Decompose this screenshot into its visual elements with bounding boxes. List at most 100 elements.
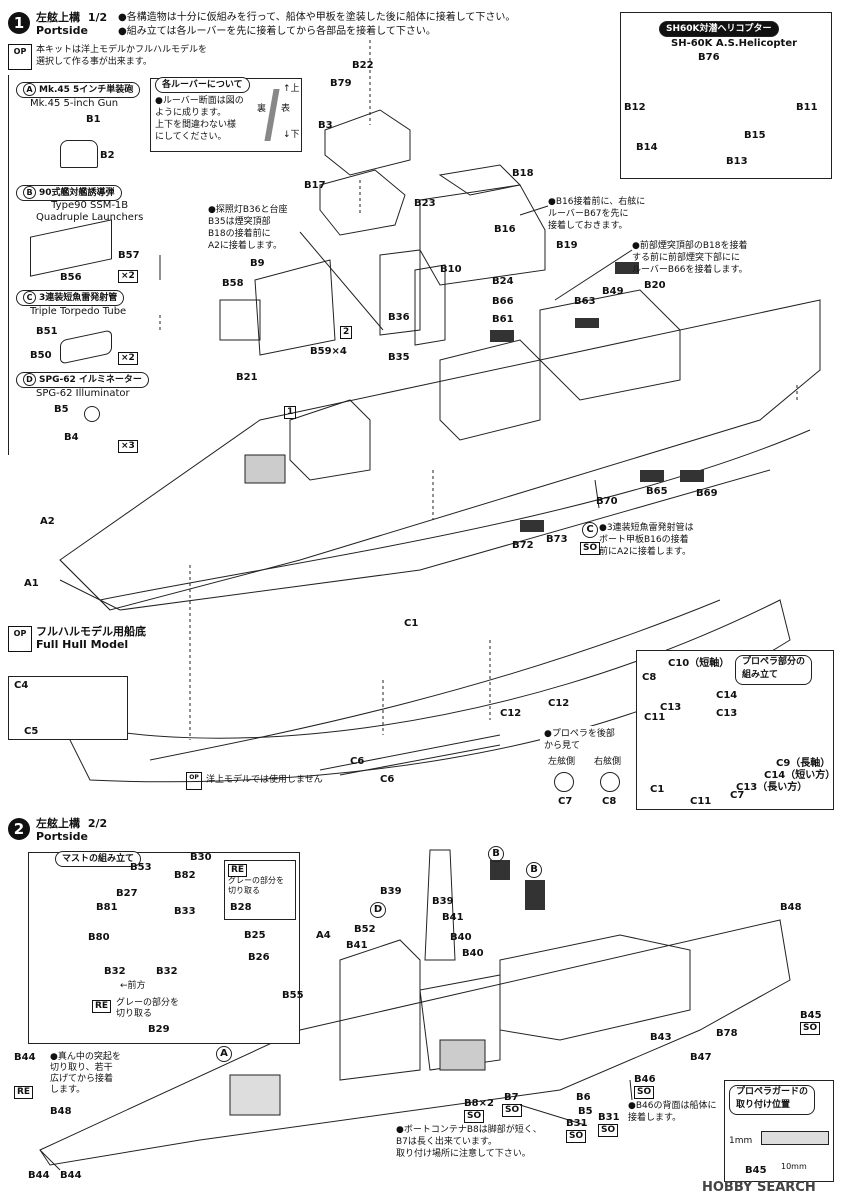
so-tag-b46: SO — [634, 1086, 655, 1099]
option-note: 本キットは洋上モデルかフルハルモデルを 選択して作る事が出来ます。 — [36, 45, 208, 67]
ssm-b-mark-2: B — [526, 862, 545, 878]
part-a2: A2 — [40, 516, 55, 527]
illum-d-mark: D — [370, 902, 389, 918]
part-b24: B24 — [492, 276, 514, 287]
weapon-d-en: SPG-62 Illuminator — [36, 388, 130, 399]
part-a1: A1 — [24, 578, 39, 589]
step1-subtitle: Portside — [36, 24, 88, 37]
guard-box: プロペラガードの 取り付け位置 1mm 10mm B45 — [724, 1080, 834, 1182]
prop-box-title: プロペラ部分の 組み立て — [735, 655, 813, 685]
part-c7-note: C7 — [558, 796, 573, 807]
so-tag-b8: SO — [464, 1110, 485, 1123]
part-b81: B81 — [96, 902, 118, 913]
part-b25: B25 — [244, 930, 266, 941]
part-b4: B4 — [64, 432, 79, 443]
guard-title: プロペラガードの 取り付け位置 — [729, 1085, 816, 1115]
part-b7: B7 — [504, 1092, 519, 1103]
illum-d-letter: D — [370, 902, 386, 918]
part-b61: B61 — [492, 314, 514, 325]
part-a4: A4 — [316, 930, 331, 941]
fullhull-option-icon: OP — [8, 626, 32, 652]
part-b13: B13 — [726, 156, 748, 167]
part-b79: B79 — [330, 78, 352, 89]
propeller-note: ●プロペラを後部 から見て 左舷側 右舷側 C7 C8 — [540, 726, 630, 810]
part-b72: B72 — [512, 540, 534, 551]
qty-d: ×3 — [118, 440, 138, 453]
ssm-b-letter-2: B — [526, 862, 542, 878]
callout-b16: ●B16接着前に、右舷に ルーバーB67を先に 接着しておきます。 — [548, 197, 646, 231]
callout-torpedo: ●3連装短魚雷発射管は ボート甲板B16の接着 前にA2に接着します。 — [599, 523, 694, 557]
part-b47: B47 — [690, 1052, 712, 1063]
weapons-panel — [8, 75, 147, 455]
part-c6-b: C6 — [380, 774, 395, 785]
part-b28: B28 — [230, 902, 252, 913]
part-b56: B56 — [60, 272, 82, 283]
part-c9: C9（長軸） — [776, 758, 831, 769]
part-b58: B58 — [222, 278, 244, 289]
weapon-d-jp: SPG-62 イルミネーター — [39, 375, 142, 385]
part-b52-b: B41 — [346, 940, 368, 951]
part-c8-note: C8 — [602, 796, 617, 807]
part-c14-a: C14 — [716, 690, 738, 701]
propeller-left: 左舷側 — [548, 757, 576, 767]
weapon-a-jp: Mk.45 5インチ単装砲 — [39, 85, 134, 95]
part-b12: B12 — [624, 102, 646, 113]
so-tag-b31-a: SO — [566, 1130, 587, 1143]
louver-title: 各ルーバーについて — [155, 77, 250, 93]
part-b82: B82 — [174, 870, 196, 881]
ssm-b-letter-1: B — [488, 846, 504, 862]
part-c14-b: C14（短い方） — [764, 770, 836, 781]
torpedo-c-letter: C — [582, 522, 598, 538]
part-b18: B18 — [512, 168, 534, 179]
mast-box: マストの組み立て — [28, 851, 300, 1044]
note-b46: ●B46の背面は船体に 接着します。 — [628, 1101, 717, 1123]
step1-title: 左舷上構 1/2 — [36, 12, 107, 24]
so-tag-torpedo: SO — [580, 542, 601, 555]
part-b70: B70 — [596, 496, 618, 507]
watermark-logo: HOBBY SEARCH — [702, 1180, 816, 1195]
marker-2: 2 — [340, 326, 353, 339]
part-b3: B3 — [318, 120, 333, 131]
louver-section-drawing — [264, 89, 280, 141]
part-b20: B20 — [644, 280, 666, 291]
step2-title: 左舷上構 2/2 — [36, 818, 107, 830]
callout-b36: ●探照灯B36と台座 B35は煙突頂部 B18の接着前に A2に接着します。 — [208, 205, 288, 251]
propeller-left-icon — [554, 772, 574, 792]
part-c4: C4 — [14, 680, 29, 691]
part-b5-2: B5 — [578, 1106, 593, 1117]
weapon-c-en: Triple Torpedo Tube — [30, 306, 127, 317]
re-tag-1: RE — [228, 864, 248, 877]
part-b35: B35 — [388, 352, 410, 363]
part-b43: B43 — [650, 1032, 672, 1043]
part-b2: B2 — [100, 150, 115, 161]
part-b44-a: B44 — [28, 1170, 50, 1181]
illuminator-drawing — [84, 406, 100, 422]
gun-a-mark: A — [216, 1046, 235, 1062]
weapon-b-letter: B — [23, 186, 36, 199]
weapon-a-letter: A — [23, 83, 36, 96]
part-b27: B27 — [116, 888, 138, 899]
heli-title-en: SH-60K A.S.Helicopter — [671, 38, 798, 49]
part-b31-a: B31 — [566, 1118, 588, 1129]
louver-front: 表 — [281, 104, 291, 114]
part-b23: B23 — [414, 198, 436, 209]
option-icon: OP — [8, 44, 32, 70]
step2-page: 2/2 — [87, 817, 108, 830]
part-b16: B16 — [494, 224, 516, 235]
propeller-right-icon — [600, 772, 620, 792]
part-c11-a: C11 — [644, 712, 666, 723]
so-tag-b7: SO — [502, 1104, 523, 1117]
part-c1: C1 — [404, 618, 419, 629]
part-b73: B73 — [546, 534, 568, 545]
part-b44-b: B44 — [60, 1170, 82, 1181]
part-b5: B5 — [54, 404, 69, 415]
re-tag-2: RE — [92, 1000, 112, 1013]
step1-note-2: ●組み立ては各ルーバーを先に接着してから各部品を接着して下さい。 — [118, 26, 436, 37]
part-b55: B55 — [282, 990, 304, 1001]
part-b21: B21 — [236, 372, 258, 383]
part-b39-b: B39 — [432, 896, 454, 907]
part-b11: B11 — [796, 102, 818, 113]
forward-arrow: ←前方 — [120, 981, 146, 991]
